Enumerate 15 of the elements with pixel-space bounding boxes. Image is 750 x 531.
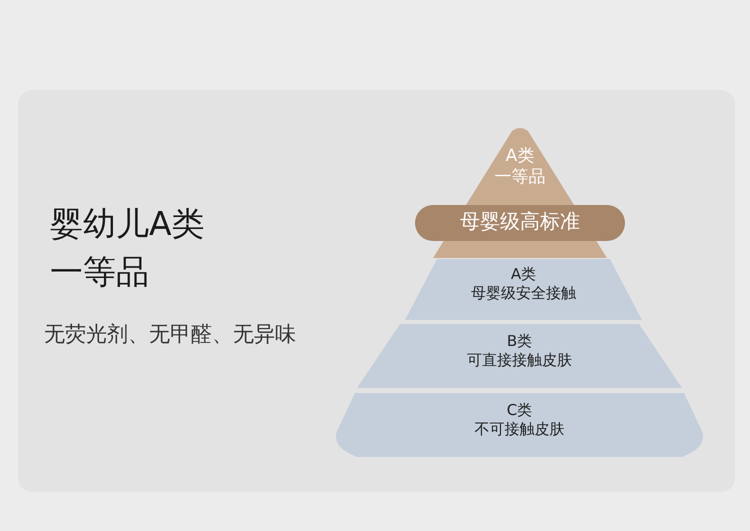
feature-note: 无荧光剂、无甲醛、无异味 (44, 321, 296, 348)
pyramid-tier (333, 393, 706, 457)
tier-heading: A类 (506, 146, 534, 168)
tier-heading: C类 (506, 401, 532, 420)
tier-text: 可直接接触皮肤 (467, 350, 572, 370)
tier-text: 一等品 (494, 167, 546, 188)
tier-text: 不可接触皮肤 (474, 420, 564, 438)
tier-heading: A类 (510, 265, 536, 284)
tier-heading: B类 (506, 332, 532, 351)
tier-text: 母婴级安全接触 (471, 284, 576, 302)
heading: 婴幼儿A类一等品 (49, 203, 206, 293)
pyramid-tier (405, 259, 642, 320)
standard-banner (415, 205, 625, 241)
pyramid-tier (357, 324, 682, 388)
tier-text: 母婴级高标准 (460, 209, 580, 234)
